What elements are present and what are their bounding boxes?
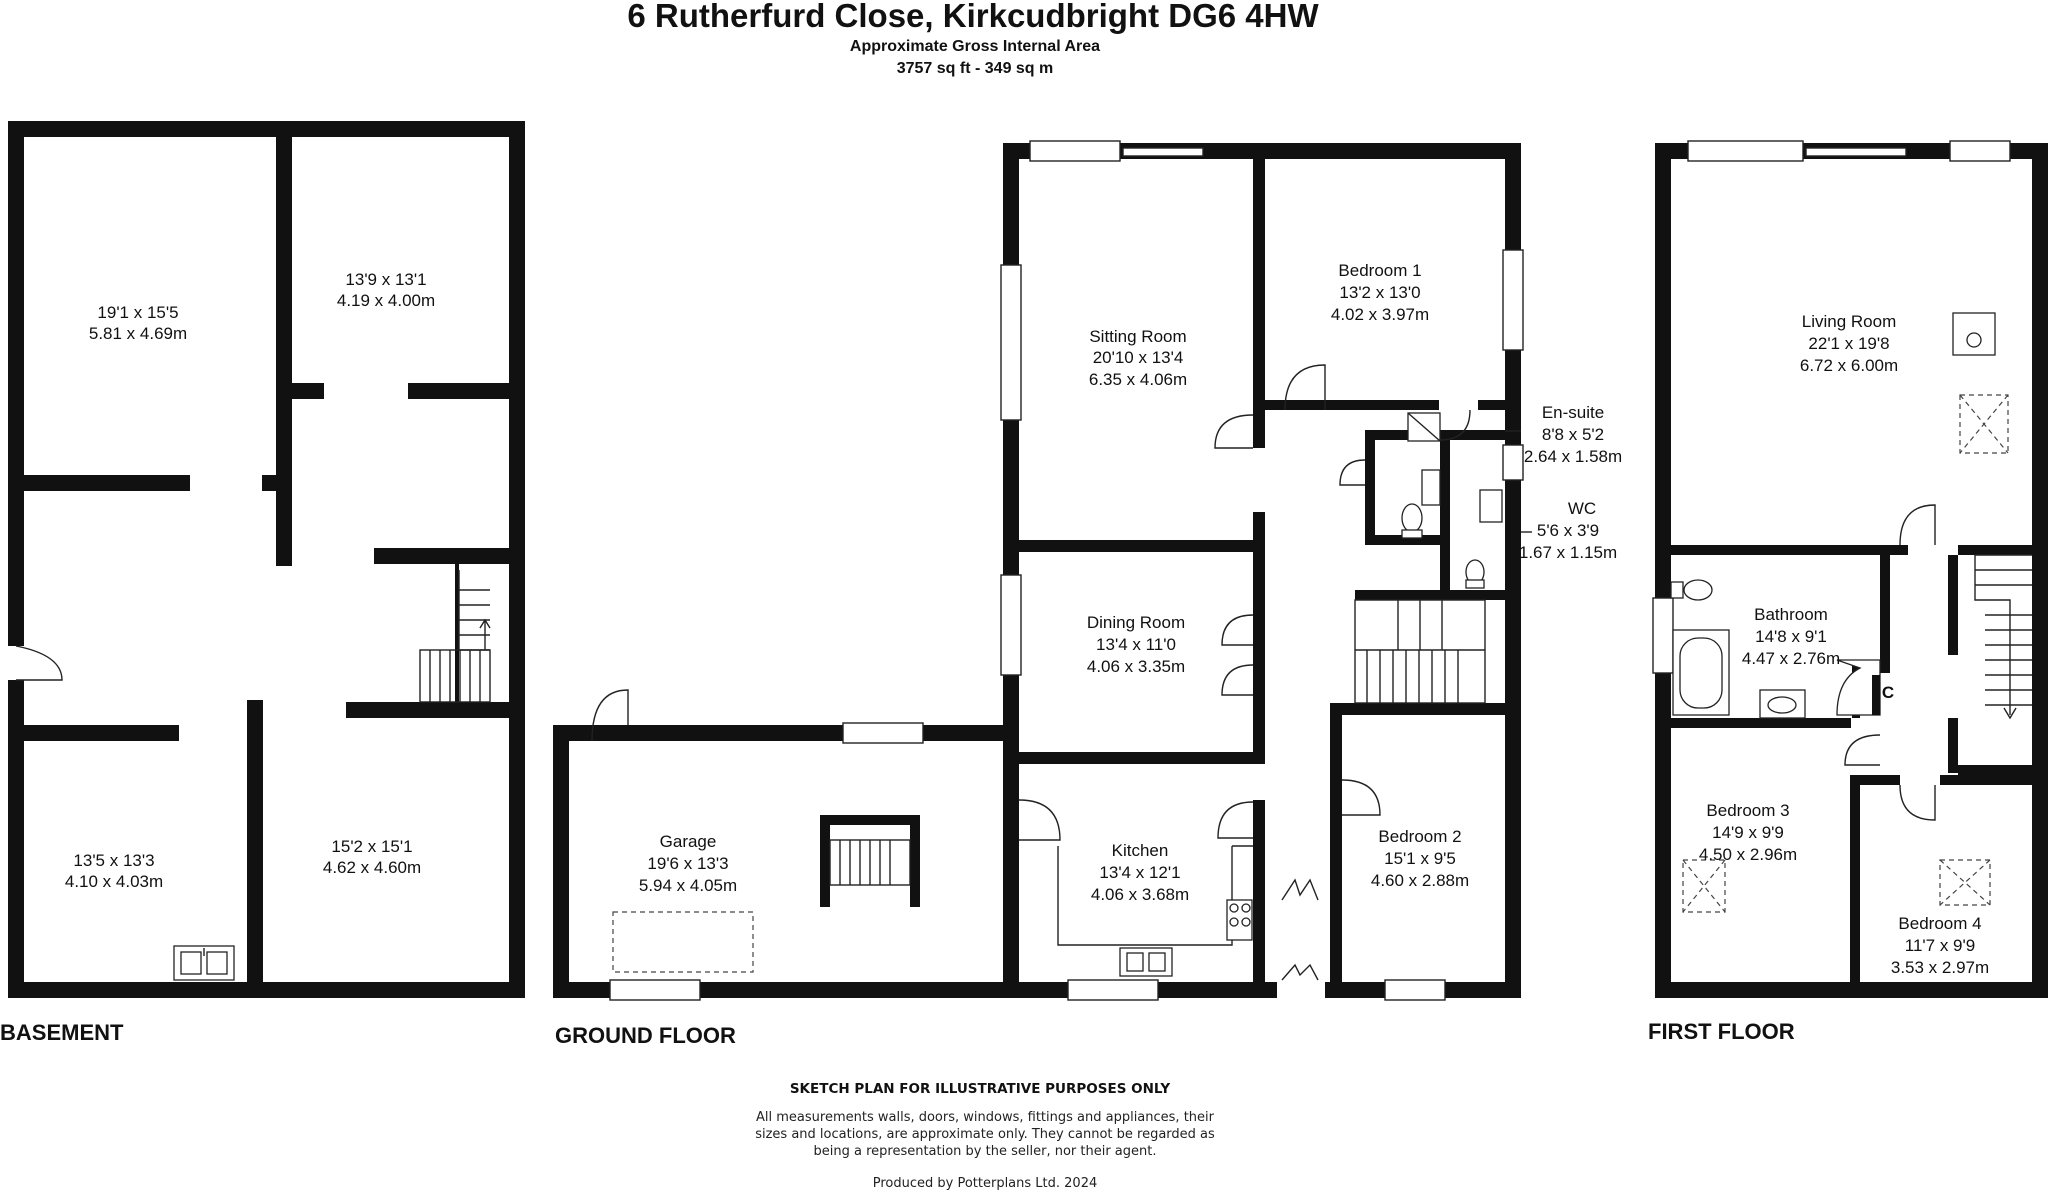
bedroom3-size: 14'9 x 9'9 [1712, 823, 1784, 842]
sitting-room-size: 20'10 x 13'4 [1093, 348, 1184, 367]
sitting-room-name: Sitting Room [1089, 327, 1186, 346]
bedroom4-size: 11'7 x 9'9 [1905, 936, 1975, 955]
dining-room-name: Dining Room [1087, 613, 1185, 632]
wc-size: 5'6 x 3'9 [1537, 521, 1599, 540]
dining-room-size: 13'4 x 11'0 [1096, 635, 1176, 654]
window [1029, 140, 1121, 162]
living-room-name: Living Room [1802, 312, 1897, 331]
disclaimer-heading: SKETCH PLAN FOR ILLUSTRATIVE PURPOSES ON… [790, 1081, 1171, 1097]
bedroom3-metric: 4.50 x 2.96m [1699, 845, 1797, 864]
area-total: 3757 sq ft - 349 sq m [897, 60, 1054, 77]
basement-room4-size: 15'2 x 15'1 [331, 837, 412, 856]
wc-metric: 1.67 x 1.15m [1519, 543, 1617, 562]
basement-room4-metric: 4.62 x 4.60m [323, 858, 421, 877]
ensuite-size: 8'8 x 5'2 [1542, 425, 1604, 444]
basement-room1-metric: 5.81 x 4.69m [89, 324, 187, 343]
basement-room1-size: 19'1 x 15'5 [97, 303, 178, 322]
basement-label: BASEMENT [0, 1020, 124, 1045]
bedroom4-name: Bedroom 4 [1898, 914, 1981, 933]
wc-name: WC [1568, 499, 1596, 518]
header: 6 Rutherfurd Close, Kirkcudbright DG6 4H… [627, 0, 1319, 77]
skylight-icon [1959, 394, 2009, 454]
bathroom-name: Bathroom [1754, 605, 1828, 624]
disclaimer-line: sizes and locations, are approximate onl… [755, 1127, 1215, 1142]
ensuite-fixtures [1401, 412, 1503, 589]
ground-floor-label: GROUND FLOOR [555, 1023, 736, 1048]
bedroom2-name: Bedroom 2 [1378, 827, 1461, 846]
garage-metric: 5.94 x 4.05m [639, 876, 737, 895]
sitting-room-door [1214, 414, 1254, 449]
kitchen-name: Kitchen [1112, 841, 1169, 860]
bathroom-size: 14'8 x 9'1 [1755, 627, 1827, 646]
basement-room3-size: 13'5 x 13'3 [73, 851, 154, 870]
bedroom4-metric: 3.53 x 2.97m [1891, 958, 1989, 977]
bathroom-metric: 4.47 x 2.76m [1742, 649, 1840, 668]
basement-room3-metric: 4.10 x 4.03m [65, 872, 163, 891]
garage-name: Garage [660, 832, 717, 851]
basement-door [15, 645, 63, 681]
disclaimer-line: being a representation by the seller, no… [814, 1144, 1157, 1159]
dining-room-metric: 4.06 x 3.35m [1087, 657, 1185, 676]
basement-sink-icon [173, 945, 235, 981]
landing-stairs [1974, 554, 2032, 720]
bedroom3-name: Bedroom 3 [1706, 801, 1789, 820]
disclaimer-line: All measurements walls, doors, windows, … [756, 1110, 1215, 1125]
skylight-icon [1939, 859, 1991, 906]
bedroom2-size: 15'1 x 9'5 [1384, 849, 1456, 868]
living-room-metric: 6.72 x 6.00m [1800, 356, 1898, 375]
bedroom2-metric: 4.60 x 2.88m [1371, 871, 1469, 890]
ensuite-name: En-suite [1542, 403, 1604, 422]
bedroom1-size: 13'2 x 13'0 [1339, 283, 1420, 302]
area-subtitle: Approximate Gross Internal Area [850, 38, 1100, 55]
basement-room2-size: 13'9 x 13'1 [345, 270, 426, 289]
bedroom1-metric: 4.02 x 3.97m [1331, 305, 1429, 324]
garage-size: 19'6 x 13'3 [647, 854, 728, 873]
first-floor-plan: Living Room 22'1 x 19'8 6.72 x 6.00m Bat… [1648, 140, 2048, 1044]
kitchen-size: 13'4 x 12'1 [1099, 863, 1180, 882]
cupboard-label: C [1882, 683, 1894, 702]
stove-icon [1952, 312, 1996, 356]
producer-credit: Produced by Potterplans Ltd. 2024 [873, 1176, 1098, 1191]
plan-title: 6 Rutherfurd Close, Kirkcudbright DG6 4H… [627, 0, 1319, 34]
kitchen-units [1057, 845, 1253, 977]
kitchen-metric: 4.06 x 3.68m [1091, 885, 1189, 904]
basement-room2-metric: 4.19 x 4.00m [337, 291, 435, 310]
ensuite-metric: 2.64 x 1.58m [1524, 447, 1622, 466]
living-room-size: 22'1 x 19'8 [1808, 334, 1889, 353]
bedroom1-name: Bedroom 1 [1338, 261, 1421, 280]
skylight-icon [1682, 859, 1726, 913]
garage-door-outline [612, 911, 754, 973]
ground-floor-plan: Sitting Room 20'10 x 13'4 6.35 x 4.06m B… [553, 140, 1622, 1048]
first-floor-label: FIRST FLOOR [1648, 1019, 1795, 1044]
basement-stairs [419, 570, 491, 703]
sitting-room-metric: 6.35 x 4.06m [1089, 370, 1187, 389]
basement-plan: 19'1 x 15'5 5.81 x 4.69m 13'9 x 13'1 4.1… [0, 121, 525, 1045]
hall-stairs [1354, 599, 1486, 704]
bathroom-fixtures [1670, 579, 1881, 719]
disclaimer: SKETCH PLAN FOR ILLUSTRATIVE PURPOSES ON… [755, 1081, 1215, 1191]
garage-stairs [820, 815, 920, 907]
